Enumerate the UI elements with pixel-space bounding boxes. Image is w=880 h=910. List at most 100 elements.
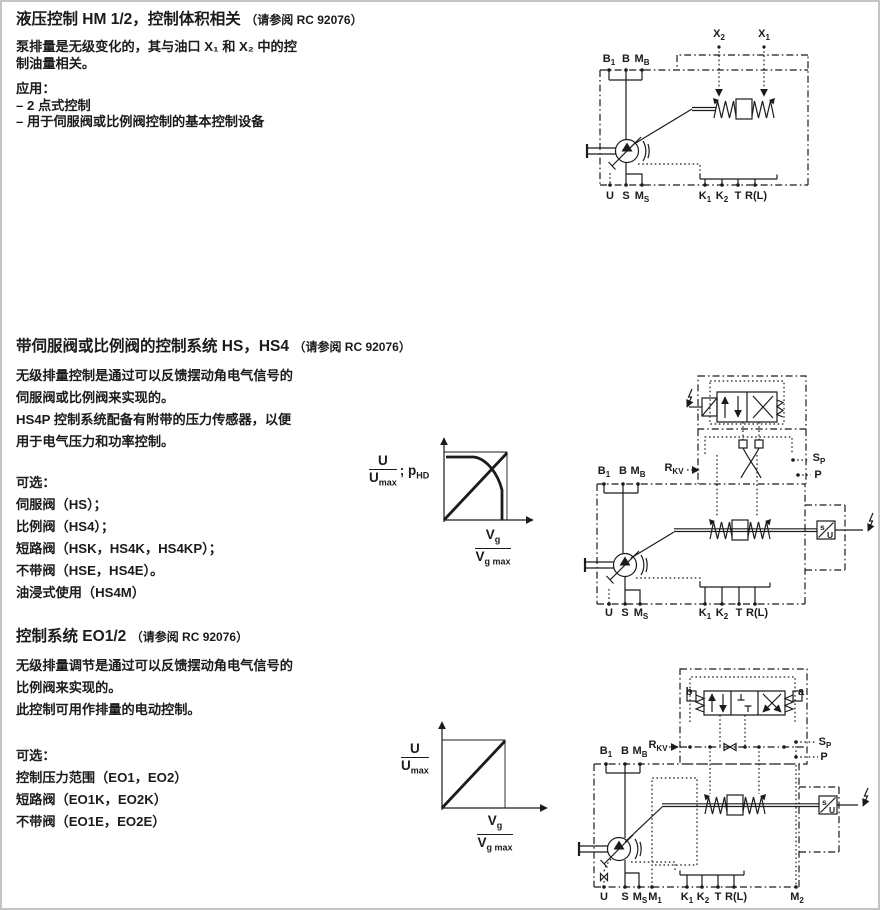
port-label-b: B — [621, 745, 629, 757]
hm-body: 泵排量是无级变化的，其与油口 X₁ 和 X₂ 中的控 制油量相关。 — [16, 38, 486, 72]
eo-xlabel-den: Vg max — [477, 834, 513, 853]
port-label-t: T — [735, 607, 743, 619]
eo-characteristic-graph: U Umax Vg Vg max — [395, 714, 560, 859]
stroking-cylinder-icon — [703, 793, 767, 816]
hm-bullet: – 用于伺服阀或比例阀控制的基本控制设备 — [16, 114, 265, 129]
port-label-k2: K2 — [696, 891, 710, 906]
eo-graph-ylabel: U Umax — [401, 742, 429, 778]
eo-options-label: 可选： — [16, 748, 56, 763]
electric-signal-icon — [868, 513, 873, 531]
hs-ylabel-phd: ; pHD — [399, 463, 430, 481]
stroking-cylinder-icon — [712, 97, 776, 120]
port-label-ms: MS — [632, 891, 648, 906]
port-label-rkv: RKV — [648, 739, 668, 754]
eo-options: 可选： 控制压力范围（EO1，EO2） 短路阀（EO1K，EO2K） 不带阀（E… — [16, 745, 486, 833]
hs-option: 比例阀（HS4）； — [16, 519, 115, 534]
hs-graph-ylabel: U Umax ; pHD — [369, 454, 429, 490]
section-eo-title: 控制系统 EO1/2 （请参阅 RC 92076） — [16, 624, 486, 646]
port-label-k1: K1 — [698, 607, 712, 622]
port-label-ms: MS — [634, 190, 650, 205]
diagram-hm-circuit: X2 X1 B1 B MB U S MS K1 K2 T R(L) — [572, 27, 878, 222]
hs-title-ref: （请参阅 RC 92076） — [293, 340, 411, 354]
port-label-b1: B1 — [597, 465, 611, 480]
hs-body-line: 无级排量控制是通过可以反馈摆动角电气信号的 — [16, 368, 293, 383]
port-label-b1: B1 — [602, 53, 616, 68]
eo-graph-xlabel: Vg Vg max — [465, 814, 525, 854]
hm-bullet: – 2 点式控制 — [16, 97, 91, 113]
port-label-rkv: RKV — [664, 462, 684, 477]
eo-body-line: 无级排量调节是通过可以反馈摆动角电气信号的 — [16, 658, 293, 673]
eo-title: 控制系统 EO1/2 — [16, 628, 127, 645]
eo-xlabel-fraction: Vg Vg max — [477, 814, 513, 854]
eo-ylabel-fraction: U Umax — [401, 742, 429, 778]
eo-title-ref: （请参阅 RC 92076） — [130, 630, 249, 644]
hs-body-line: HS4P 控制系统配备有附带的压力传感器，以便 — [16, 412, 292, 427]
port-label-rl: R(L) — [745, 190, 767, 202]
hs-graph-drawing — [440, 437, 534, 524]
hs-option: 短路阀（HSK，HS4K，HS4KP）； — [16, 541, 222, 556]
section-hs-title: 带伺服阀或比例阀的控制系统 HS，HS4 （请参阅 RC 92076） — [16, 334, 486, 356]
sensor-label-s: s — [822, 797, 827, 807]
hm-app-label: 应用： — [16, 81, 56, 96]
diagram-eo-circuit: b a B1 B MB RKV SP P U S MS M1 K1 K2 T R… — [577, 647, 880, 908]
hm-body-line: 泵排量是无级变化的，其与油口 X₁ 和 X₂ 中的控 — [16, 39, 297, 54]
diagram-hs-circuit: B1 B MB RKV SP P U S MS K1 K2 T R(L) s U — [567, 360, 880, 622]
hs-body-line: 伺服阀或比例阀来实现的。 — [16, 390, 175, 405]
port-label-k1: K1 — [698, 190, 712, 205]
hs-option: 油浸式使用（HS4M） — [16, 585, 145, 600]
port-label-t: T — [734, 190, 742, 202]
port-label-rl: R(L) — [746, 607, 768, 619]
hs-option: 伺服阀（HS）； — [16, 497, 107, 512]
hm-applications: 应用： – 2 点式控制 – 用于伺服阀或比例阀控制的基本控制设备 — [16, 81, 486, 131]
port-label-k1: K1 — [680, 891, 694, 906]
eo-option: 控制压力范围（EO1，EO2） — [16, 770, 188, 785]
hm-title: 液压控制 HM 1/2，控制体积相关 — [16, 11, 241, 28]
hs-xlabel-den: Vg max — [475, 548, 511, 567]
eo-option: 不带阀（EO1E，EO2E） — [16, 814, 166, 829]
port-label-m1: M1 — [648, 891, 662, 906]
port-label-b: B — [622, 53, 630, 65]
eo-graph-drawing — [438, 721, 548, 812]
hm-circuit-drawing — [585, 45, 809, 187]
stroking-cylinder-icon — [708, 518, 772, 541]
eo-ylabel-num: U — [401, 742, 429, 758]
hs-body-line: 用于电气压力和功率控制。 — [16, 434, 175, 449]
eo-body-line: 比例阀来实现的。 — [16, 680, 122, 695]
port-label-s: S — [621, 607, 629, 619]
section-hm-title: 液压控制 HM 1/2，控制体积相关 （请参阅 RC 92076） — [16, 7, 486, 29]
valve-side-label-b: b — [685, 686, 693, 698]
sensor-label-u: U — [827, 530, 834, 540]
hs-options-label: 可选： — [16, 475, 56, 490]
eo-option: 短路阀（EO1K，EO2K） — [16, 792, 167, 807]
sensor-label-s: s — [820, 522, 825, 532]
hs-xlabel-num: Vg — [475, 528, 511, 549]
pump-icon — [577, 833, 643, 869]
port-label-x1: X1 — [758, 28, 770, 43]
hs-graph-xlabel: Vg Vg max — [463, 528, 523, 568]
port-label-sp: SP — [818, 736, 832, 751]
port-label-b: B — [619, 465, 627, 477]
eo-circuit-drawing — [577, 668, 880, 889]
port-label-b1: B1 — [599, 745, 613, 760]
hs-ylabel-den: Umax — [369, 470, 397, 488]
hs-circuit-drawing — [583, 375, 880, 606]
eo-body-line: 此控制可用作排量的电动控制。 — [16, 702, 201, 717]
section-hs-text: 带伺服阀或比例阀的控制系统 HS，HS4 （请参阅 RC 92076） 无级排量… — [16, 334, 486, 604]
port-label-s: S — [621, 891, 629, 903]
hs-body: 无级排量控制是通过可以反馈摆动角电气信号的 伺服阀或比例阀来实现的。 HS4P … — [16, 365, 486, 453]
eo-ylabel-den: Umax — [401, 758, 429, 776]
hs-xlabel-fraction: Vg Vg max — [475, 528, 511, 568]
port-label-p: P — [814, 469, 822, 481]
hs-ylabel-fraction: U Umax — [369, 454, 397, 490]
port-label-mb: MB — [634, 53, 650, 68]
eo-body: 无级排量调节是通过可以反馈摆动角电气信号的 比例阀来实现的。 此控制可用作排量的… — [16, 655, 486, 721]
servo-valve-icon — [701, 391, 785, 423]
port-label-m2: M2 — [790, 891, 804, 906]
port-label-t: T — [714, 891, 722, 903]
hs-title: 带伺服阀或比例阀的控制系统 HS，HS4 — [16, 338, 289, 355]
port-label-u: U — [600, 891, 608, 903]
eo-xlabel-num: Vg — [477, 814, 513, 835]
hs-ylabel-num: U — [369, 454, 397, 470]
section-eo-text: 控制系统 EO1/2 （请参阅 RC 92076） 无级排量调节是通过可以反馈摆… — [16, 624, 486, 833]
